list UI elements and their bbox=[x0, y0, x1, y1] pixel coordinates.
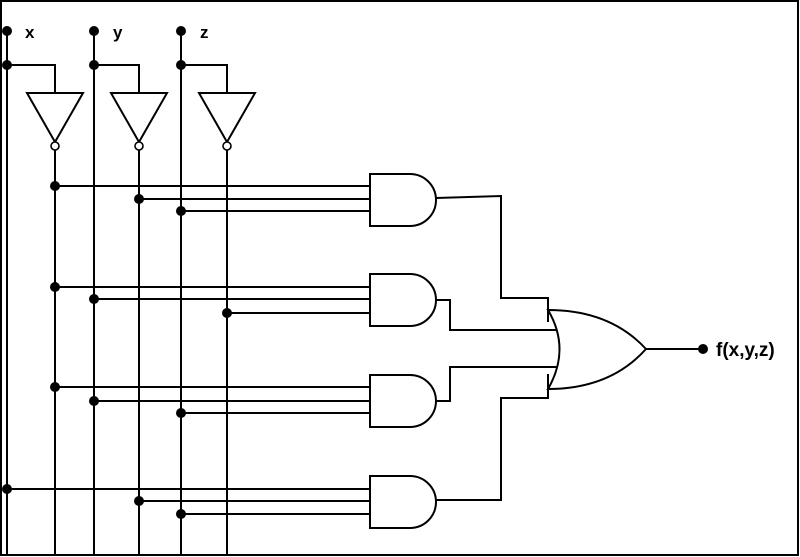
and-gate-2 bbox=[369, 273, 437, 327]
and-gate-4 bbox=[369, 475, 437, 529]
not-gate-z bbox=[197, 92, 257, 151]
and2-output-wire bbox=[436, 299, 557, 331]
output-label: f(x,y,z) bbox=[716, 340, 775, 361]
not-gate-x bbox=[25, 92, 85, 151]
and4-output-wire bbox=[436, 374, 549, 501]
tap-wire-z bbox=[181, 64, 228, 93]
or-gate bbox=[546, 308, 648, 391]
input-rails bbox=[6, 31, 182, 555]
and-to-or-wires bbox=[435, 194, 557, 501]
and-gate-1-inputs bbox=[50, 181, 370, 216]
not-gate-y bbox=[109, 92, 169, 151]
and-gate-2-inputs bbox=[50, 282, 370, 318]
and-gate-1 bbox=[369, 173, 437, 227]
and-gate-3-inputs bbox=[50, 382, 370, 418]
tap-wire-x bbox=[7, 64, 56, 93]
input-label-z: z bbox=[200, 23, 209, 42]
inverted-rails bbox=[54, 150, 228, 555]
input-label-x: x bbox=[25, 23, 35, 42]
and1-output-wire bbox=[435, 194, 549, 322]
not-bubble-z bbox=[222, 141, 232, 151]
and-gate-3 bbox=[369, 374, 437, 428]
tap-wire-y bbox=[94, 64, 140, 93]
and3-output-wire bbox=[436, 366, 557, 402]
not-bubble-y bbox=[134, 141, 144, 151]
input-label-y: y bbox=[113, 23, 123, 42]
inverter-taps bbox=[2, 60, 228, 93]
and-gate-4-inputs bbox=[2, 484, 370, 519]
not-bubble-x bbox=[50, 141, 60, 151]
output-terminal bbox=[698, 344, 708, 354]
